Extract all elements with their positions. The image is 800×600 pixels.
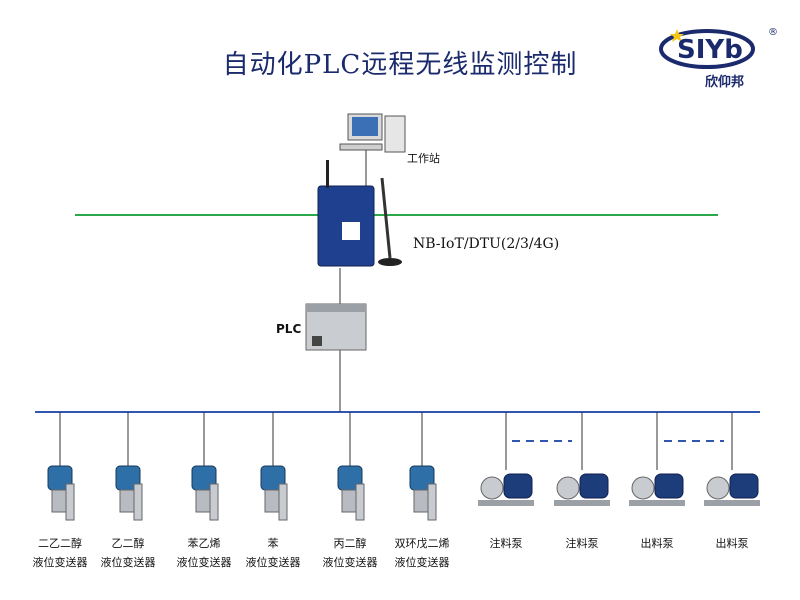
transmitter-type: 液位变送器 [245,556,301,569]
transmitter-type: 液位变送器 [322,556,378,569]
level-transmitter-icon [191,412,219,521]
transmitter-name: 丙二醇 [333,537,367,550]
transmitter-name: 双环戊二烯 [394,537,450,550]
level-transmitter-icon [409,412,437,521]
transmitter-type: 液位变送器 [176,556,232,569]
pump-name: 注料泵 [565,537,599,550]
transmitter-name: 苯乙烯 [187,537,221,550]
pump-name: 出料泵 [640,537,674,550]
transmitter-name: 苯 [267,537,279,550]
plc-label: PLC [276,322,302,336]
pump-icon [478,412,534,506]
workstation-icon [339,113,406,153]
pump-icon [554,412,610,506]
gateway-label: NB-IoT/DTU(2/3/4G) [413,236,560,252]
transmitter-name: 乙二醇 [111,537,145,550]
level-transmitter-icon [47,412,75,521]
transmitter-name: 二乙二醇 [38,537,82,550]
pump-icon [704,412,760,506]
dtu-gateway-icon [317,160,402,267]
registered-mark: ® [768,27,778,38]
transmitter-type: 液位变送器 [394,556,450,569]
logo-text: SIYb [677,35,743,65]
pump-name: 注料泵 [489,537,523,550]
pump-icon [629,412,685,506]
brand-logo: ® SIYb 欣仰邦 [655,27,778,90]
plc-icon [305,303,367,351]
level-transmitter-icon [337,412,365,521]
level-transmitter-icon [260,412,288,521]
brand-name: 欣仰邦 [705,75,745,90]
logo-emblem [659,29,755,69]
pump-name: 出料泵 [715,537,749,550]
transmitter-type: 液位变送器 [100,556,156,569]
transmitter-type: 液位变送器 [32,556,88,569]
workstation-label: 工作站 [407,152,440,165]
page-title: 自动化PLC远程无线监测控制 [222,50,578,80]
level-transmitter-icon [115,412,143,521]
